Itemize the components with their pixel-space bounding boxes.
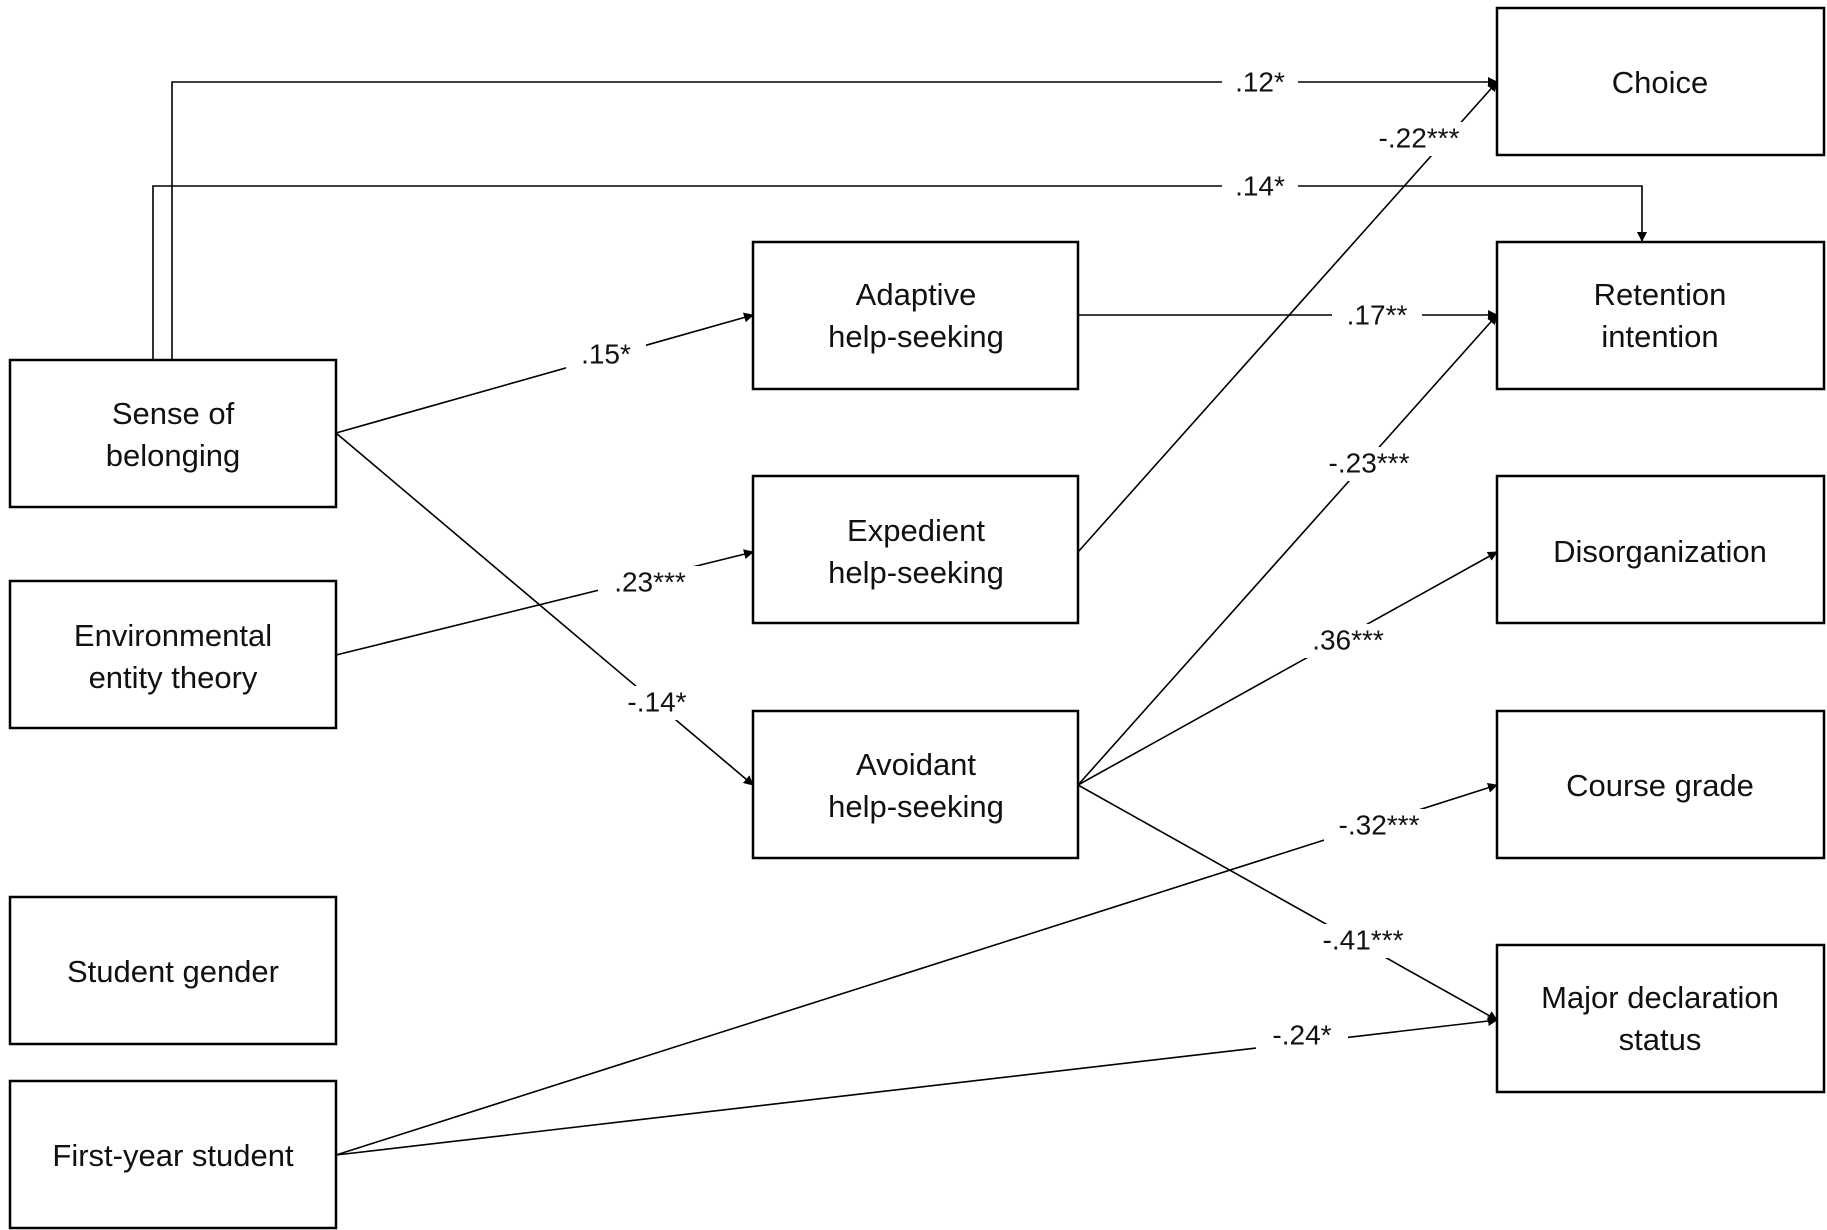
- path-edge-avoidant-retention: [1077, 314, 1498, 786]
- svg-text:Adaptive: Adaptive: [856, 277, 977, 312]
- svg-text:First-year student: First-year student: [52, 1138, 294, 1173]
- svg-text:Course grade: Course grade: [1566, 768, 1754, 803]
- svg-text:help-seeking: help-seeking: [828, 555, 1004, 590]
- coefficient-firstyear-grade: -.32***: [1339, 809, 1420, 840]
- node-first-year-student: First-year student: [8, 1079, 338, 1230]
- svg-text:Major declaration: Major declaration: [1541, 980, 1779, 1015]
- path-edges: [152, 77, 1647, 1156]
- path-coefficients: .12* .14* .15* -.14* .23*** .17** -.22**…: [566, 66, 1474, 1053]
- path-edge-avoidant-disorganization: [1077, 551, 1498, 786]
- coefficient-expedient-choice: -.22***: [1379, 122, 1460, 153]
- svg-text:intention: intention: [1601, 319, 1718, 354]
- node-expedient-help-seeking: Expedient help-seeking: [751, 474, 1080, 625]
- node-student-gender: Student gender: [8, 895, 338, 1046]
- coefficient-firstyear-major: -.24*: [1272, 1019, 1331, 1050]
- node-environmental-entity-theory: Environmental entity theory: [8, 579, 338, 730]
- coefficient-adaptive-retention: .17**: [1347, 299, 1408, 330]
- coefficient-belonging-adaptive: .15*: [581, 338, 631, 369]
- svg-text:Environmental: Environmental: [74, 618, 272, 653]
- coefficient-avoidant-retention: -.23***: [1329, 447, 1410, 478]
- svg-text:Disorganization: Disorganization: [1553, 534, 1767, 569]
- path-edge-firstyear-grade: [335, 782, 1498, 1156]
- coefficient-entity-expedient: .23***: [614, 566, 686, 597]
- svg-text:entity theory: entity theory: [89, 660, 258, 695]
- node-retention-intention: Retention intention: [1495, 240, 1826, 391]
- svg-text:help-seeking: help-seeking: [828, 789, 1004, 824]
- svg-text:help-seeking: help-seeking: [828, 319, 1004, 354]
- svg-text:belonging: belonging: [106, 438, 240, 473]
- node-adaptive-help-seeking: Adaptive help-seeking: [751, 240, 1080, 391]
- node-course-grade: Course grade: [1495, 709, 1826, 860]
- coefficient-belonging-choice: .12*: [1235, 66, 1285, 97]
- path-edge-belonging-avoidant: [335, 432, 754, 786]
- coefficient-belonging-avoidant: -.14*: [627, 686, 686, 717]
- path-edge-belonging-adaptive: [335, 312, 754, 434]
- svg-text:Avoidant: Avoidant: [856, 747, 976, 782]
- node-disorganization: Disorganization: [1495, 474, 1826, 625]
- coefficient-avoidant-disorganization: .36***: [1312, 624, 1384, 655]
- diagram-nodes: Sense of belonging Environmental entity …: [8, 6, 1826, 1230]
- svg-text:Student gender: Student gender: [67, 954, 279, 989]
- svg-text:Expedient: Expedient: [847, 513, 985, 548]
- node-choice: Choice: [1495, 6, 1826, 157]
- coefficient-belonging-retention: .14*: [1235, 170, 1285, 201]
- path-edge-belonging-retention: [152, 185, 1647, 360]
- path-edge-expedient-choice: [1077, 81, 1498, 553]
- svg-text:status: status: [1619, 1022, 1702, 1057]
- node-sense-of-belonging: Sense of belonging: [8, 358, 338, 509]
- coefficient-avoidant-major: -.41***: [1323, 924, 1404, 955]
- svg-text:Choice: Choice: [1612, 65, 1709, 100]
- path-edge-belonging-choice: [171, 77, 1498, 360]
- svg-text:Retention: Retention: [1594, 277, 1727, 312]
- node-major-declaration-status: Major declaration status: [1495, 943, 1826, 1094]
- svg-text:Sense of: Sense of: [112, 396, 235, 431]
- path-edge-avoidant-major: [1077, 784, 1498, 1021]
- node-avoidant-help-seeking: Avoidant help-seeking: [751, 709, 1080, 860]
